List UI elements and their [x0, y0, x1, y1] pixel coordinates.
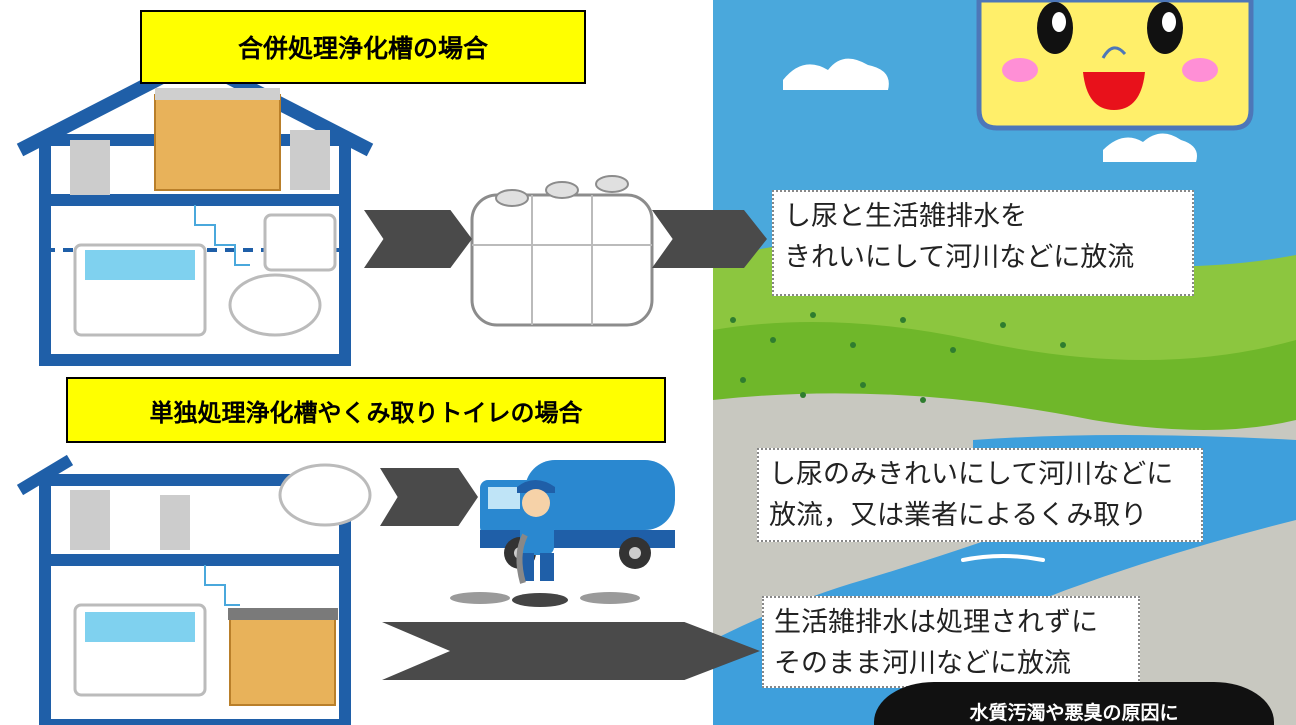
note-line: 放流，又は業者によるくみ取り: [769, 500, 1148, 531]
banner-single-septic: 単独処理浄化槽やくみ取りトイレの場合: [66, 377, 666, 443]
note-line: きれいにして河川などに放流: [784, 242, 1135, 273]
flow-arrow: [382, 622, 760, 680]
flow-arrow: [652, 210, 767, 268]
banner-combined-label: 合併処理浄化槽の場合: [237, 34, 488, 63]
warning-banner: 水質汚濁や悪臭の原因に: [874, 682, 1274, 725]
note-line: 生活雑排水は処理されずに: [774, 607, 1098, 638]
banner-single-label: 単独処理浄化槽やくみ取りトイレの場合: [149, 398, 583, 427]
note-line: そのまま河川などに放流: [774, 648, 1071, 679]
note-combined: し尿と生活雑排水を きれいにして河川などに放流: [772, 190, 1194, 296]
mascot-face-icon: [976, 0, 1254, 131]
note-untreated: 生活雑排水は処理されずに そのまま河川などに放流: [762, 596, 1140, 688]
house-cross-section-icon: [16, 53, 374, 366]
note-line: し尿と生活雑排水を: [784, 201, 1027, 232]
note-single: し尿のみきれいにして河川などに 放流，又は業者によるくみ取り: [757, 448, 1203, 542]
banner-combined-septic: 合併処理浄化槽の場合: [140, 10, 586, 84]
flow-arrow: [364, 210, 472, 268]
worker-icon: [516, 480, 555, 584]
septic-tank-icon: [470, 175, 654, 327]
flow-arrow: [380, 468, 478, 526]
note-line: し尿のみきれいにして河川などに: [769, 459, 1174, 490]
house-cross-section-icon: [16, 454, 372, 725]
warning-label: 水質汚濁や悪臭の原因に: [969, 702, 1179, 724]
